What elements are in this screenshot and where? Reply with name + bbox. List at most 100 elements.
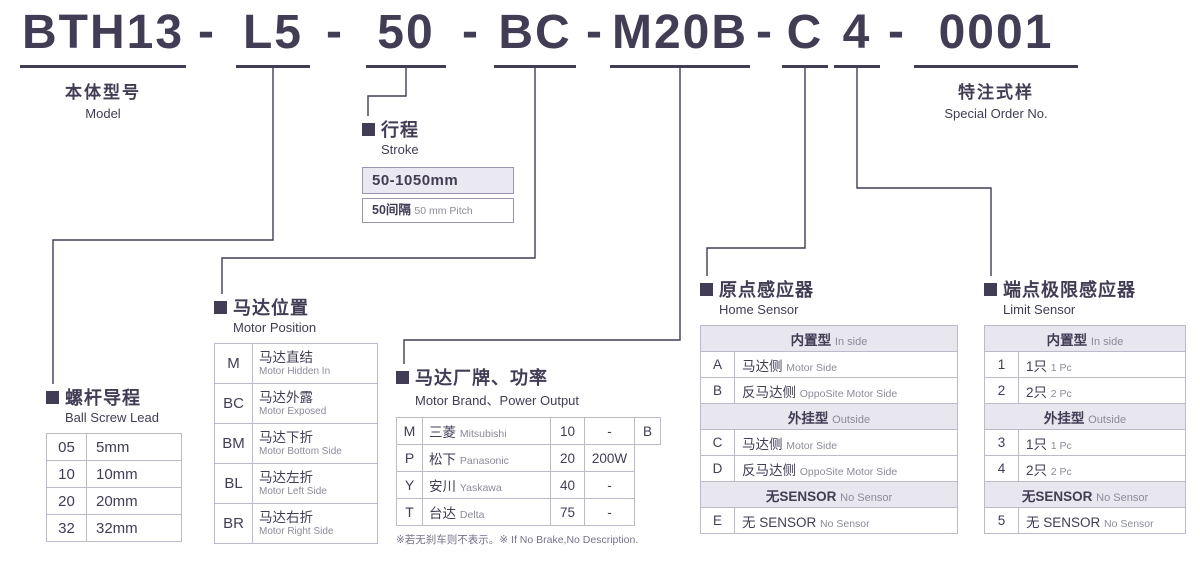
position-desc-en: Motor Hidden In [259, 365, 331, 377]
sensor-group-header: 内置型 In side [984, 325, 1186, 352]
sensor-code: 2 [984, 377, 1019, 404]
brand-name: 三菱 Mitsubishi [422, 417, 551, 445]
power-value: - [584, 417, 635, 445]
position-code: BM [214, 423, 253, 464]
lead-value: 32mm [86, 514, 182, 542]
special-order-label-en: Special Order No. [944, 106, 1048, 121]
sensor-code: 5 [984, 507, 1019, 534]
table-row: 32 32mm [46, 514, 182, 542]
table-row: 10 10mm [46, 460, 182, 488]
table-row: 05 5mm [46, 433, 182, 461]
table-header-row: 外挂型 Outside [700, 403, 958, 430]
model-code-separator: - [326, 5, 342, 58]
brand-name-zh: 台达 [429, 506, 456, 521]
motor-position-table: M 马达直结 Motor Hidden In BC 马达外露 Motor Exp… [214, 343, 378, 544]
table-header-row: 无SENSOR No Sensor [700, 481, 958, 508]
stroke-section-title: 行程 [362, 118, 514, 140]
table-header-row: 无SENSOR No Sensor [984, 481, 1186, 508]
sensor-code: D [700, 455, 735, 482]
sensor-code: C [700, 429, 735, 456]
table-header-row: 内置型 In side [984, 325, 1186, 352]
brand-code: M [396, 417, 423, 445]
model-code-separator: - [888, 5, 904, 58]
table-row: M 三菱 Mitsubishi 10 - B [396, 417, 661, 445]
brand-name-en: Mitsubishi [459, 428, 507, 440]
stroke-title-en: Stroke [381, 142, 419, 157]
ball-screw-section-title: 螺杆导程 [46, 386, 182, 408]
model-code-segment: BC [494, 6, 576, 68]
sensor-desc: 无 SENSOR No Sensor [1018, 507, 1186, 534]
ball-screw-table: 05 5mm 10 10mm 20 20mm 32 32mm [46, 433, 182, 542]
brand-name: 松下 Panasonic [422, 444, 551, 472]
motor-brand-table: M 三菱 Mitsubishi 10 - B P 松下 Panasonic 20… [396, 417, 661, 526]
sensor-code: A [700, 351, 735, 378]
lead-code: 32 [46, 514, 87, 542]
limit-sensor-title-zh: 端点极限感应器 [1003, 280, 1136, 300]
lead-code: 20 [46, 487, 87, 515]
position-desc: 马达直结 Motor Hidden In [252, 343, 378, 384]
brand-name-en: Delta [459, 509, 485, 521]
home-sensor-title-en: Home Sensor [719, 302, 799, 317]
special-order-label-zh: 特注式样 [958, 83, 1034, 102]
limit-sensor-table: 内置型 In side 1 1只 1 Pc 2 2只 2 Pc [984, 325, 1186, 534]
position-code: BL [214, 463, 253, 504]
position-desc-en: Motor Bottom Side [259, 445, 342, 457]
model-label: 本体型号 Model [20, 78, 186, 121]
power-value: - [584, 471, 635, 499]
table-row: 5 无 SENSOR No Sensor [984, 507, 1186, 534]
power-code: 20 [550, 444, 585, 472]
table-row: D 反马达侧 OppoSite Motor Side [700, 455, 958, 482]
model-code-segment: 4 [834, 6, 880, 68]
home-sensor-title-zh: 原点感应器 [719, 280, 814, 300]
sensor-group-header: 内置型 In side [700, 325, 958, 352]
limit-sensor-section: 端点极限感应器 Limit Sensor 内置型 In side 1 1只 1 … [984, 278, 1186, 534]
limit-sensor-section-title: 端点极限感应器 [984, 278, 1186, 300]
lead-code: 10 [46, 460, 87, 488]
lead-value: 20mm [86, 487, 182, 515]
table-row: BL 马达左折 Motor Left Side [214, 463, 378, 504]
table-row: A 马达侧 Motor Side [700, 351, 958, 378]
model-code-segment: 0001 [914, 6, 1078, 68]
square-bullet-icon [214, 300, 227, 314]
lead-code: 05 [46, 433, 87, 461]
lead-value: 10mm [86, 460, 182, 488]
ball-screw-lead-section: 螺杆导程 Ball Screw Lead 05 5mm 10 10mm 20 2… [46, 386, 182, 542]
brand-name-en: Panasonic [459, 455, 509, 467]
table-header-row: 内置型 In side [700, 325, 958, 352]
ball-screw-title-en: Ball Screw Lead [65, 410, 159, 425]
home-sensor-section-title: 原点感应器 [700, 278, 958, 300]
position-desc-en: Motor Right Side [259, 525, 334, 537]
sensor-desc: 1只 1 Pc [1018, 351, 1186, 378]
brand-name-zh: 三菱 [429, 425, 456, 440]
table-row: E 无 SENSOR No Sensor [700, 507, 958, 534]
position-desc-zh: 马达外露 [259, 389, 313, 405]
connector-line [52, 67, 274, 384]
position-code: BR [214, 503, 253, 544]
sensor-desc: 2只 2 Pc [1018, 455, 1186, 482]
brake-empty [635, 445, 661, 472]
power-value: - [584, 498, 635, 526]
table-row: BR 马达右折 Motor Right Side [214, 503, 378, 544]
model-code-segment: BTH13 [20, 6, 186, 68]
table-row: M 马达直结 Motor Hidden In [214, 343, 378, 384]
sensor-code: 4 [984, 455, 1019, 482]
sensor-desc: 马达侧 Motor Side [734, 429, 958, 456]
model-code-segment: M20B [610, 6, 750, 68]
table-row: BM 马达下折 Motor Bottom Side [214, 423, 378, 464]
sensor-group-header: 外挂型 Outside [984, 403, 1186, 430]
model-label-en: Model [85, 106, 121, 121]
sensor-group-header: 无SENSOR No Sensor [984, 481, 1186, 508]
brand-code: P [396, 444, 423, 472]
position-desc: 马达左折 Motor Left Side [252, 463, 378, 504]
position-code: M [214, 343, 253, 384]
table-row: T 台达 Delta 75 - [396, 498, 661, 526]
power-code: 40 [550, 471, 585, 499]
table-row: 20 20mm [46, 487, 182, 515]
position-code: BC [214, 383, 253, 424]
limit-sensor-title-en: Limit Sensor [1003, 302, 1076, 317]
connector-line [367, 67, 407, 116]
stroke-range-box: 50-1050mm [362, 167, 514, 194]
table-row: B 反马达侧 OppoSite Motor Side [700, 377, 958, 404]
square-bullet-icon [984, 282, 997, 296]
